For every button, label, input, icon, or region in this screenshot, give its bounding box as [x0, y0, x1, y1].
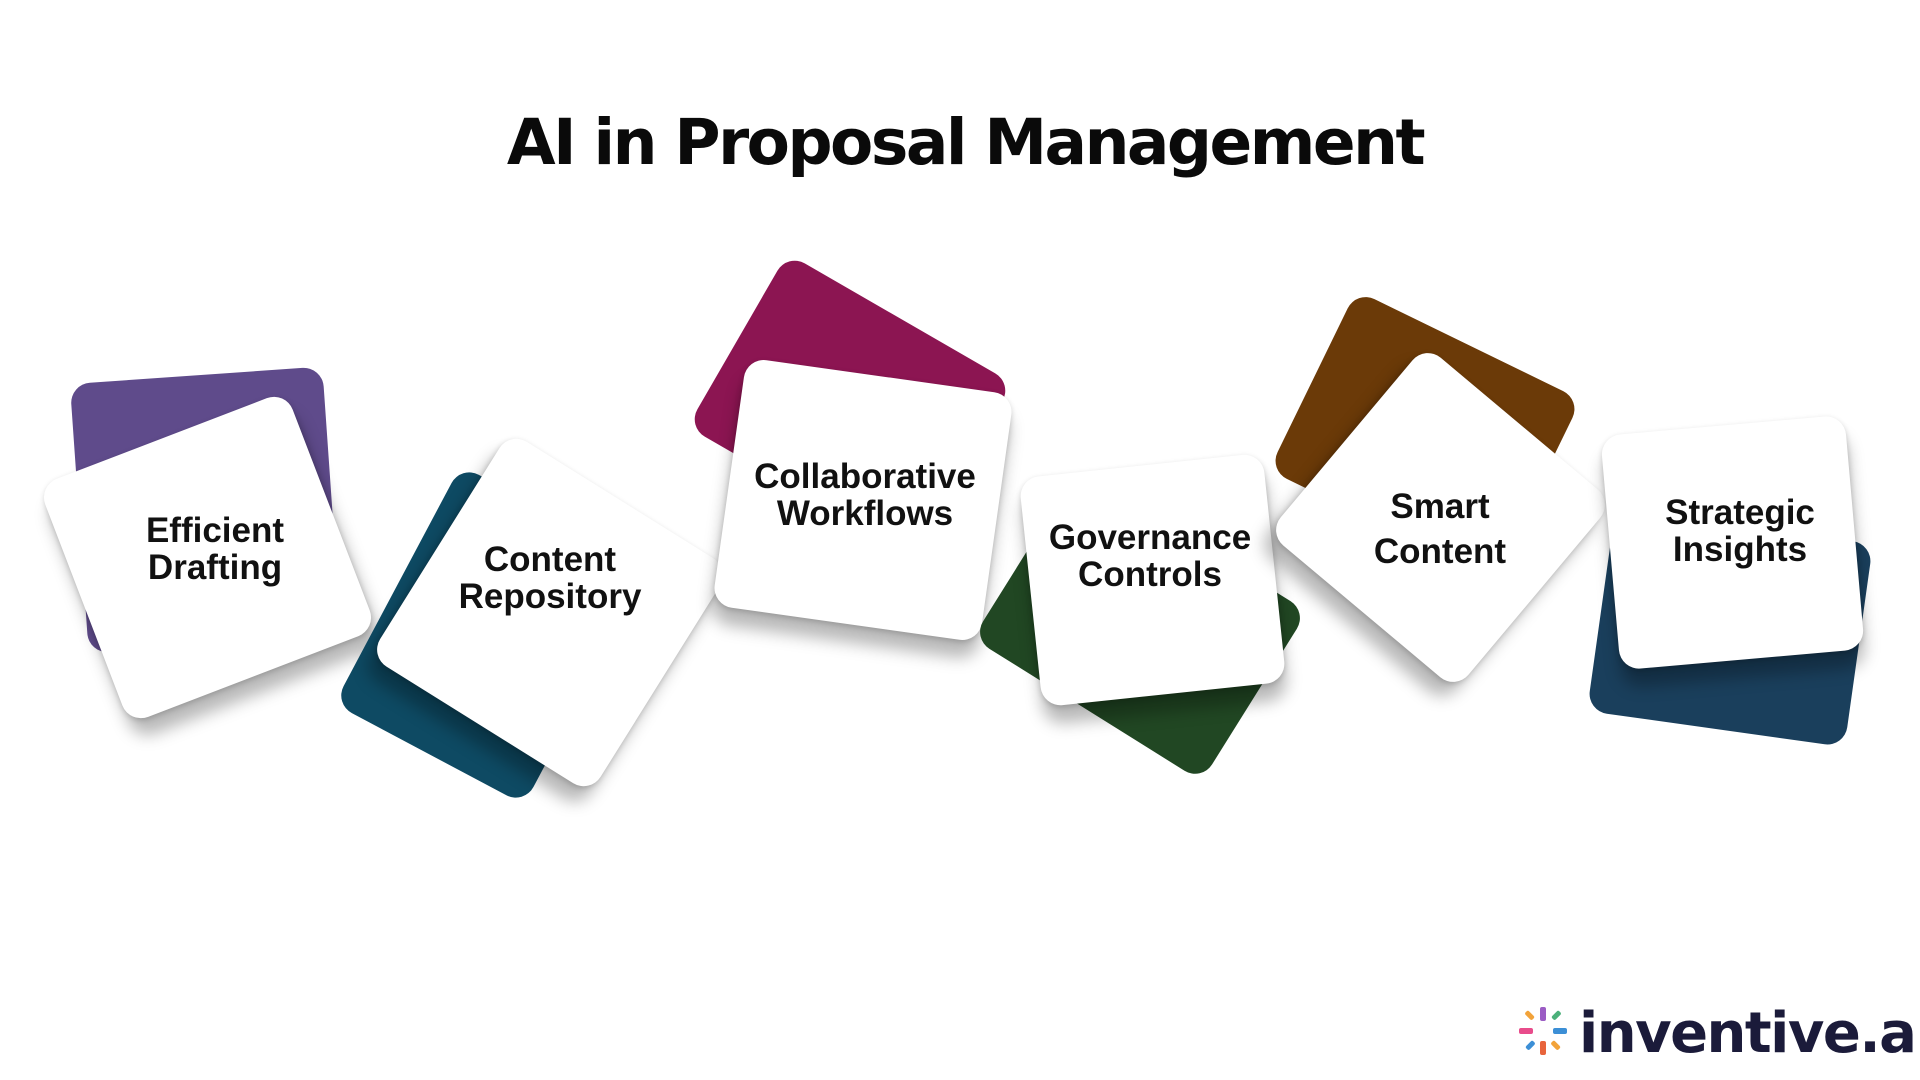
page-title: AI in Proposal Management	[506, 106, 1426, 179]
card-label-governance-controls: Governance Controls	[1048, 518, 1252, 594]
card-label-smart-content: Smart Content	[1373, 487, 1507, 571]
pinwheel-logo-icon	[1515, 1003, 1571, 1064]
card-label-collaborative-workflows: Collaborative Workflows	[754, 457, 976, 533]
card-label-efficient-drafting: Efficient Drafting	[145, 511, 285, 587]
brand-logo-text: inventive.ai	[1579, 1000, 1920, 1066]
card-label-strategic-insights: Strategic Insights	[1665, 493, 1815, 569]
card-label-content-repository: Content Repository	[458, 540, 642, 616]
brand-logo: inventive.ai	[1515, 998, 1920, 1068]
